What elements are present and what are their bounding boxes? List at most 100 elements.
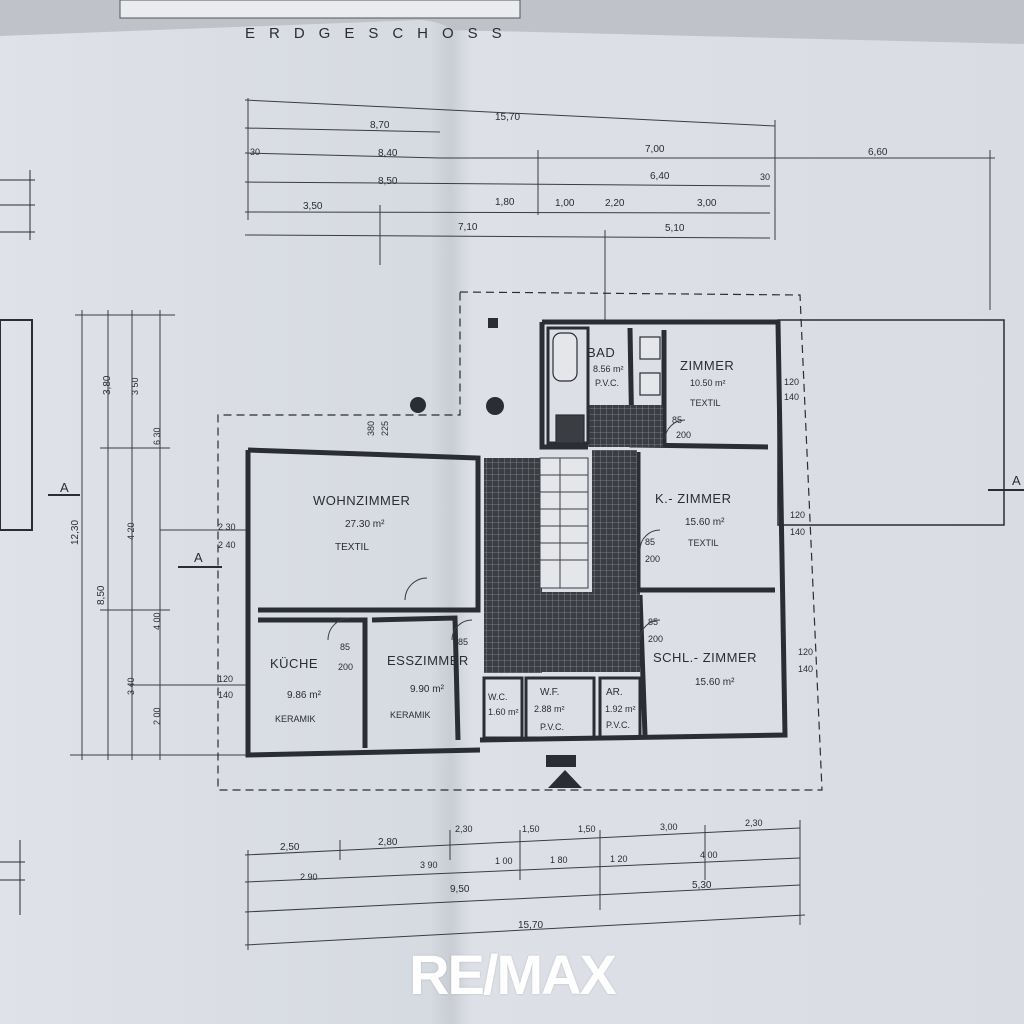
dim-total-top: 15,70: [495, 112, 520, 123]
opening-85-kueche: 85: [340, 642, 350, 652]
dim-300b: 3,00: [660, 822, 678, 832]
terrace-marker: [488, 318, 498, 328]
room-floor-kueche: KERAMIK: [275, 714, 316, 724]
dim-left-b: 8,40: [378, 148, 398, 159]
room-name-bad: BAD: [587, 345, 615, 360]
room-name-wohnzimmer: WOHNZIMMER: [313, 493, 410, 508]
room-area-wc: 1.60 m²: [488, 707, 519, 717]
section-marker-mid: A: [194, 550, 203, 565]
opening-120-schl: 120: [798, 647, 813, 657]
opening-85-schl: 85: [648, 617, 658, 627]
dim-180: 1,80: [495, 197, 515, 208]
dim-340-v: 3 40: [126, 677, 136, 695]
room-floor-bad: P.V.C.: [595, 378, 619, 388]
opening-200-kzimmer: 200: [645, 554, 660, 564]
room-area-ar: 1.92 m²: [605, 704, 636, 714]
dim-right-a: 7,00: [645, 144, 665, 155]
dim-230: 2,30: [455, 824, 473, 834]
opening-200-kueche: 200: [338, 662, 353, 672]
dim-30-a: 30: [250, 147, 260, 157]
dim-710: 7,10: [458, 222, 478, 233]
remax-watermark: RE/MAX: [409, 943, 617, 1006]
room-name-kueche: KÜCHE: [270, 656, 318, 671]
dim-200-v: 2 00: [152, 707, 162, 725]
dim-100b: 1 00: [495, 856, 513, 866]
room-name-schlzimmer: SCHL.- ZIMMER: [653, 650, 757, 665]
dim-220: 2,20: [605, 198, 625, 209]
opening-120-k: 120: [790, 510, 805, 520]
room-name-zimmer: ZIMMER: [680, 358, 734, 373]
dim-1230: 12,30: [70, 520, 81, 545]
opening-200-schl: 200: [648, 634, 663, 644]
section-marker-right: A: [1012, 473, 1021, 488]
room-area-wohnzimmer: 27.30 m²: [345, 519, 385, 530]
dim-180b: 1 80: [550, 855, 568, 865]
room-area-zimmer: 10.50 m²: [690, 378, 726, 388]
dim-150a: 1,50: [522, 824, 540, 834]
walls: [245, 319, 788, 758]
opening-85-zimmer: 85: [672, 415, 682, 425]
room-name-esszimmer: ESSZIMMER: [387, 653, 469, 668]
opening-200-zimmer: 200: [676, 430, 691, 440]
corridor-tiled-floor: [592, 450, 637, 595]
opening-85-kzimmer: 85: [645, 537, 655, 547]
hall-tiled-floor-lower: [542, 592, 640, 672]
opening-140-garage: 140: [784, 392, 799, 402]
dim-290: 2 90: [300, 872, 318, 882]
dim-380: 3,80: [102, 375, 113, 395]
room-floor-kzimmer: TEXTIL: [688, 538, 719, 548]
terrace-post-2: [486, 397, 504, 415]
room-area-esszimmer: 9.90 m²: [410, 684, 445, 695]
dim-630-v: 6 30: [152, 427, 162, 445]
section-marker-left: A: [60, 480, 69, 495]
room-floor-wf: P.V.C.: [540, 722, 564, 732]
bath-fixtures: [552, 332, 661, 444]
dim-100: 1,00: [555, 198, 575, 209]
dim-280: 2,80: [378, 837, 398, 848]
dim-230b: 2,30: [745, 818, 763, 828]
opening-140-k: 140: [790, 527, 805, 537]
dim-850: 8,50: [96, 585, 107, 605]
dim-390: 3 90: [420, 860, 438, 870]
staircase: [539, 457, 589, 589]
room-name-kzimmer: K.- ZIMMER: [655, 491, 732, 506]
opening-225: 225: [380, 421, 390, 436]
plan-title: ERDGESCHOSS: [245, 25, 516, 42]
neighbour-plan-fragment: [0, 170, 35, 915]
dim-400b: 4 00: [700, 850, 718, 860]
room-name-wc: W.C.: [488, 692, 508, 702]
dim-350-v: 3 50: [130, 377, 140, 395]
dim-right-c: 5,10: [665, 223, 685, 234]
opening-140-left: 140: [218, 690, 233, 700]
dim-left-a: 8,70: [370, 120, 390, 131]
door-swings: [327, 419, 686, 641]
opening-140-schl: 140: [798, 664, 813, 674]
room-area-kueche: 9.86 m²: [287, 690, 322, 701]
opening-120-left: 120: [218, 674, 233, 684]
hall-tiled-floor: [484, 458, 542, 673]
room-area-kzimmer: 15.60 m²: [685, 517, 725, 528]
opening-380: 380: [366, 421, 376, 436]
opening-240: 2 40: [218, 540, 236, 550]
dim-left-c: 8,50: [378, 176, 398, 187]
bottom-dimension-lines: [244, 820, 806, 950]
room-floor-zimmer: TEXTIL: [690, 398, 721, 408]
room-area-bad: 8.56 m²: [593, 364, 624, 374]
dim-950: 9,50: [450, 884, 470, 895]
entrance-arrow: [548, 770, 582, 788]
top-dimension-lines: [244, 98, 995, 320]
dim-garage: 6,60: [868, 147, 888, 158]
dim-150b: 1,50: [578, 824, 596, 834]
roof-outline: [217, 291, 823, 791]
left-dimension-lines: [70, 310, 250, 760]
bath-entry-tiles: [588, 405, 663, 447]
dim-400-v: 4 00: [152, 612, 162, 630]
room-floor-wohnzimmer: TEXTIL: [335, 542, 369, 553]
dim-120b: 1 20: [610, 854, 628, 864]
dim-30-b: 30: [760, 172, 770, 182]
room-area-schlzimmer: 15.60 m²: [695, 677, 735, 688]
dim-right-b: 6,40: [650, 171, 670, 182]
entrance-mat: [546, 755, 576, 767]
